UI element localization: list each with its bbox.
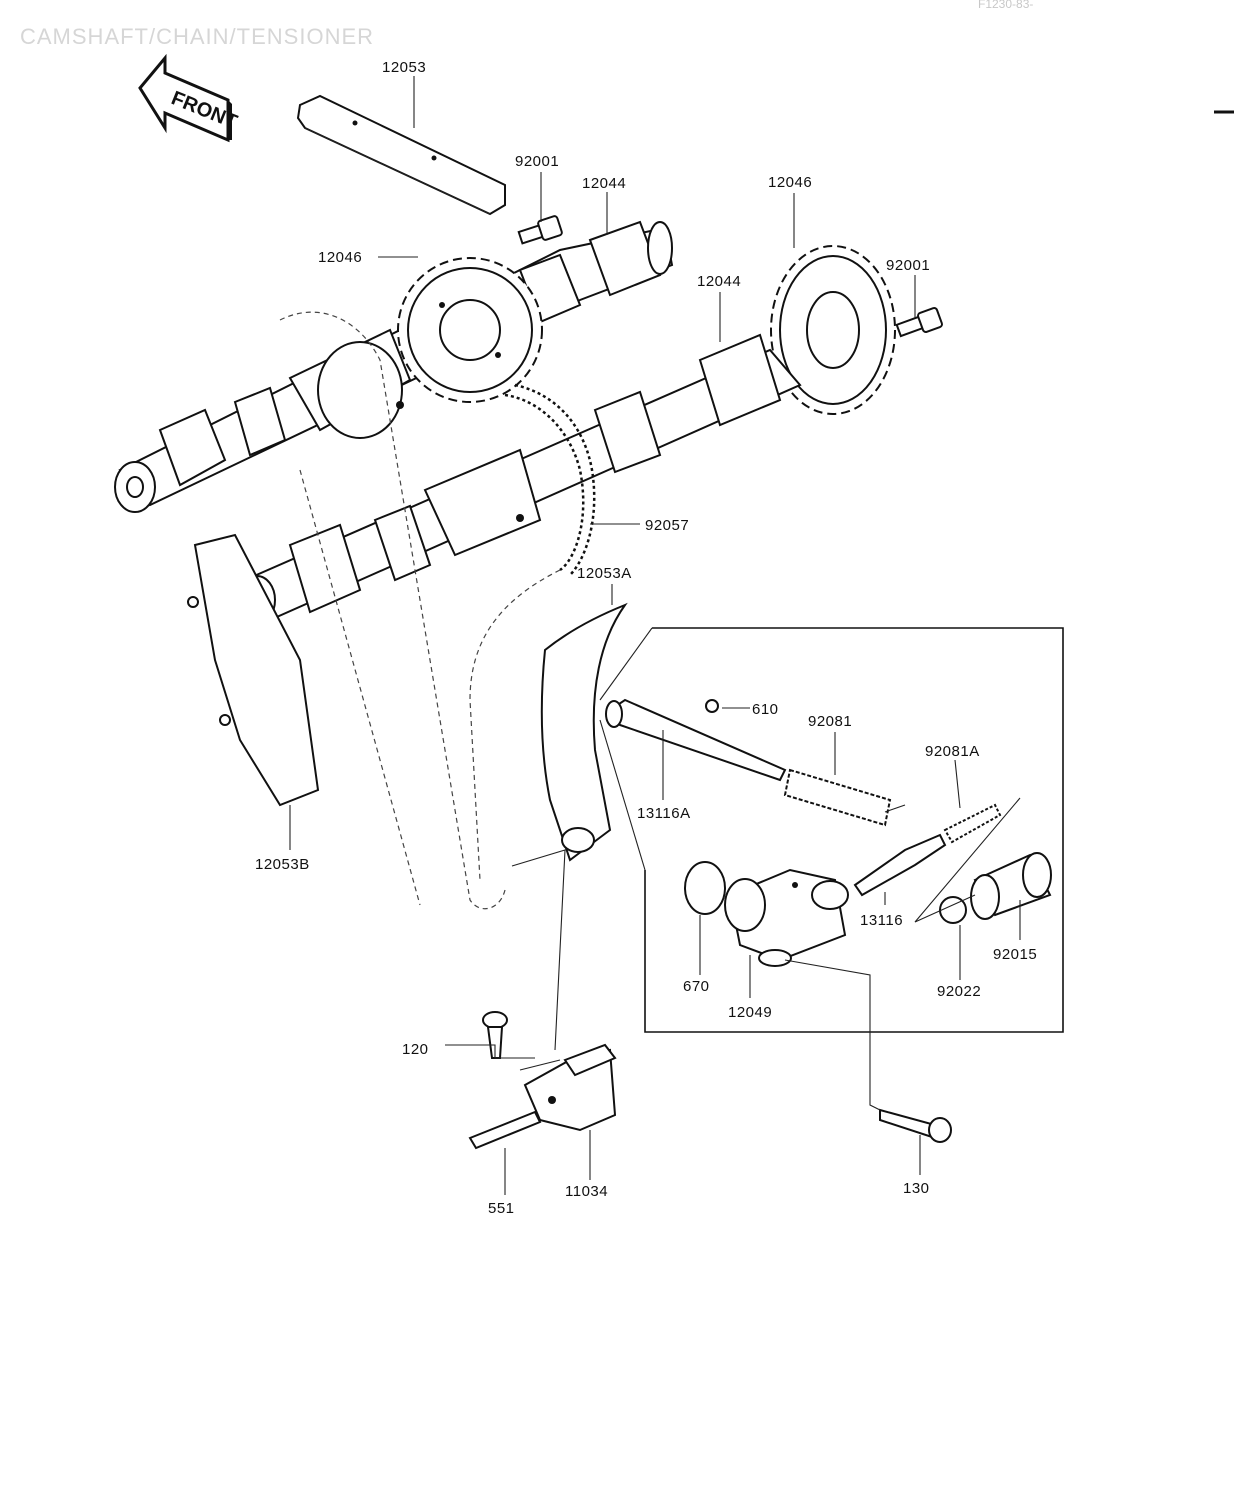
circlip-92022 <box>914 797 1021 924</box>
label-12044-lower: 12044 <box>697 273 741 290</box>
o-ring-670 <box>684 861 726 915</box>
chain-guide-12053B <box>187 533 320 807</box>
camshaft-12044-lower <box>238 333 802 625</box>
cam-chain-92057 <box>279 311 596 910</box>
label-130: 130 <box>903 1180 930 1197</box>
label-12046-left: 12046 <box>318 249 362 266</box>
label-92081A: 92081A <box>925 743 980 760</box>
diagram-title: CAMSHAFT/CHAIN/TENSIONER <box>20 24 374 49</box>
label-92001-right: 92001 <box>886 257 930 274</box>
label-12053A: 12053A <box>577 565 632 582</box>
push-rod-13116 <box>853 833 947 897</box>
sprocket-12046-left <box>397 257 543 403</box>
label-92001-left: 92001 <box>515 153 559 170</box>
label-92022: 92022 <box>937 983 981 1000</box>
label-92015: 92015 <box>993 946 1037 963</box>
label-610: 610 <box>752 701 779 718</box>
label-11034: 11034 <box>565 1183 608 1200</box>
upper-chain-guide-12053 <box>296 94 506 216</box>
leader-lines <box>289 76 1021 1195</box>
bolt-130 <box>879 1108 952 1143</box>
push-rod-13116A <box>605 698 787 782</box>
diagram-code: F1230-83- <box>978 0 1033 11</box>
label-13116: 13116 <box>860 912 903 929</box>
front-arrow-icon: FRONT <box>138 53 240 143</box>
label-670: 670 <box>683 978 710 995</box>
label-12053: 12053 <box>382 59 426 76</box>
label-12053B: 12053B <box>255 856 310 873</box>
label-12044-upper: 12044 <box>582 175 626 192</box>
label-92081: 92081 <box>808 713 852 730</box>
bolt-92001-right <box>895 307 943 338</box>
tensioner-body-12049 <box>724 868 849 967</box>
label-120: 120 <box>402 1041 429 1058</box>
spring-92081A <box>943 803 1002 844</box>
label-551: 551 <box>488 1200 515 1217</box>
label-12049: 12049 <box>728 1004 772 1021</box>
label-13116A: 13116A <box>637 805 691 822</box>
chain-guide-12053A <box>540 602 628 862</box>
label-92057: 92057 <box>645 517 689 534</box>
tensioner-detail-box <box>599 627 1064 1033</box>
cap-92015 <box>970 852 1052 920</box>
bolt-92001-left <box>517 215 563 245</box>
label-12046-right: 12046 <box>768 174 812 191</box>
spring-92081 <box>783 768 906 827</box>
sprocket-12046-right <box>770 245 896 415</box>
pin-551 <box>468 1110 542 1150</box>
